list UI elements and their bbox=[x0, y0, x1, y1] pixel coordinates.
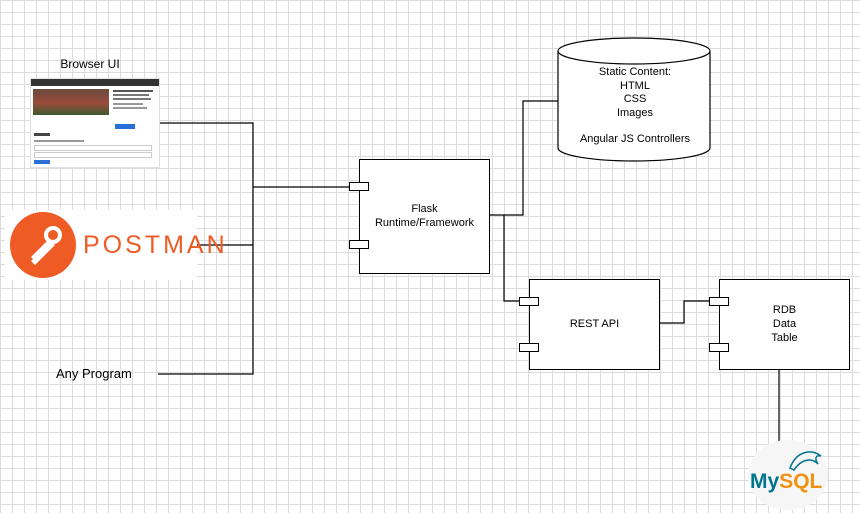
rdb-port-bottom bbox=[709, 343, 729, 352]
rest-api-port-top bbox=[519, 297, 539, 306]
wire-flask-rest bbox=[503, 215, 519, 302]
rest-api-port-bottom bbox=[519, 343, 539, 352]
static-angular-label: Angular JS Controllers bbox=[579, 133, 691, 145]
browser-ui-thumbnail bbox=[30, 78, 160, 168]
dolphin-icon bbox=[789, 451, 822, 471]
mysql-logo: MySQL bbox=[748, 440, 828, 510]
mysql-wordmark: MySQL bbox=[750, 470, 823, 493]
static-html-label: HTML bbox=[620, 79, 650, 92]
flask-component: Flask Runtime/Framework bbox=[359, 159, 490, 274]
postman-rocket-icon bbox=[10, 212, 76, 278]
any-program-label: Any Program bbox=[56, 366, 132, 381]
static-content-cylinder bbox=[557, 37, 711, 162]
static-content-text: Static Content: HTML CSS Images Angular … bbox=[565, 66, 705, 147]
postman-wordmark: POSTMAN bbox=[83, 231, 228, 259]
flask-label: Flask bbox=[411, 203, 438, 215]
rdb-port-top bbox=[709, 297, 729, 306]
static-css-label: CSS bbox=[623, 93, 647, 105]
static-images-label: Images bbox=[616, 106, 654, 119]
rdb-component: RDB Data Table bbox=[719, 279, 850, 370]
wire-flask-static bbox=[489, 100, 558, 216]
rest-api-component: REST API bbox=[529, 279, 660, 370]
rdb-table-label: Table bbox=[771, 332, 798, 344]
browser-ui-label: Browser UI bbox=[60, 57, 120, 71]
wire-rest-rdb bbox=[659, 300, 709, 324]
postman-logo: POSTMAN bbox=[5, 210, 225, 280]
rdb-label: RDB bbox=[772, 304, 797, 316]
flask-runtime-label: Runtime/Framework bbox=[374, 217, 475, 229]
flask-port-bottom bbox=[349, 240, 369, 249]
rdb-data-label: Data bbox=[772, 318, 797, 330]
flask-port-top bbox=[349, 182, 369, 191]
wire-any-program bbox=[158, 245, 254, 375]
rest-api-label: REST API bbox=[569, 318, 620, 330]
static-content-title: Static Content: bbox=[598, 66, 672, 78]
wire-browser bbox=[158, 122, 254, 245]
